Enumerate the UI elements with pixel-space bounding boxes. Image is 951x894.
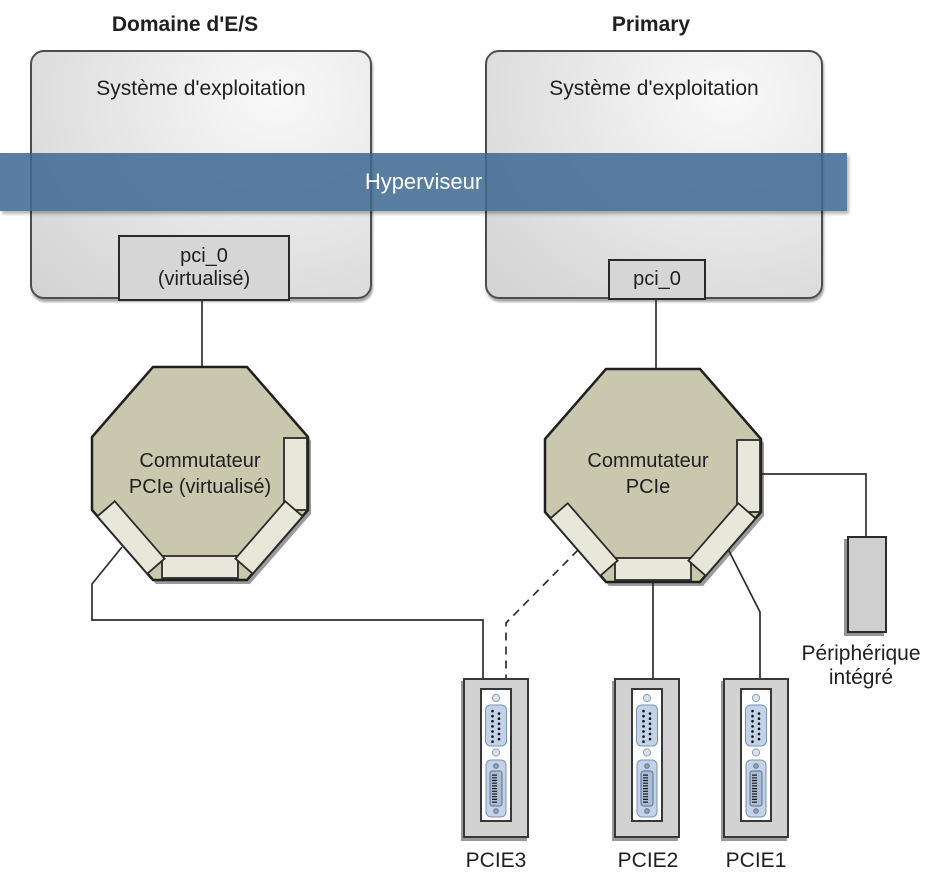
pci0-virt-label-line2: (virtualisé) (157, 268, 251, 290)
switch-virtualized-label: Commutateur PCIe (virtualisé) (70, 448, 330, 500)
integrated-peripheral-label: Périphérique intégré (783, 642, 939, 690)
card-bracket (740, 688, 772, 822)
switch-port-bottom-left (96, 500, 166, 575)
domain-title-primary: Primary (611, 13, 691, 36)
os-label-primary: Système d'exploitation (549, 77, 759, 100)
pcie-switch-virtualized-shape (90, 365, 311, 584)
pcie2-slot-card (614, 678, 680, 838)
card-bracket (631, 688, 663, 822)
pci0-label: pci_0 (633, 268, 681, 290)
switch-port-bottom (161, 555, 239, 579)
pci0-box-virtualized: pci_0 (virtualisé) (118, 235, 290, 301)
switch-virt-label-line2: PCIe (virtualisé) (128, 476, 272, 498)
slot-label-pcie3: PCIE3 (465, 849, 527, 872)
screw-hole-icon (751, 693, 761, 703)
peripheral-label-line1: Périphérique (801, 642, 921, 665)
screw-hole-icon (753, 763, 759, 769)
switch-body (543, 367, 763, 584)
slot-label-pcie2: PCIE2 (617, 849, 679, 872)
card-connector-icons (485, 693, 507, 818)
integrated-peripheral-box (847, 536, 887, 633)
pcie3-slot-card (463, 678, 529, 838)
pci0-box-primary: pci_0 (608, 259, 706, 300)
switch-label: Commutateur PCIe (523, 448, 773, 500)
switch-port-bottom (614, 557, 692, 581)
wire-switchvirt-to-pcie3 (91, 546, 484, 680)
domain-title-io: Domaine d'E/S (111, 13, 259, 36)
switch-port-bottom-left (549, 502, 619, 577)
hypervisor-bar: Hyperviseur (0, 153, 847, 211)
wire-switch-to-pcie1 (727, 548, 761, 680)
db15-connector-icon (636, 704, 658, 747)
screw-hole-icon (491, 748, 501, 757)
card-bracket (480, 688, 512, 822)
db15-connector-icon (745, 704, 767, 747)
screw-hole-icon (493, 808, 499, 814)
pcie-switch-shape (543, 367, 764, 586)
switch-label-line2: PCIe (625, 476, 671, 498)
switch-port-bottom-right (687, 502, 757, 577)
card-connector-icons (745, 693, 767, 818)
wire-switch-to-peripheral (760, 473, 867, 538)
switch-label-line1: Commutateur (587, 450, 709, 472)
screw-hole-icon (753, 808, 759, 814)
screw-hole-icon (493, 763, 499, 769)
hypervisor-label: Hyperviseur (364, 169, 483, 194)
switch-virt-label-line1: Commutateur (139, 450, 261, 472)
wire-switch-to-pcie3-dashed (505, 549, 579, 680)
pcie1-slot-card (723, 678, 789, 838)
switch-body (90, 365, 310, 582)
slot-label-pcie1: PCIE1 (725, 849, 787, 872)
card-connector-icons (636, 693, 658, 818)
db15-connector-icon (485, 704, 507, 747)
pci0-virt-label-line1: pci_0 (180, 245, 228, 267)
screw-hole-icon (491, 693, 501, 703)
screw-hole-icon (644, 808, 650, 814)
screw-hole-icon (751, 748, 761, 757)
screw-hole-icon (642, 693, 652, 703)
screw-hole-icon (642, 748, 652, 757)
screw-hole-icon (644, 763, 650, 769)
switch-port-bottom-right (234, 500, 304, 575)
peripheral-label-line2: intégré (828, 666, 894, 689)
os-label-io: Système d'exploitation (96, 77, 306, 100)
